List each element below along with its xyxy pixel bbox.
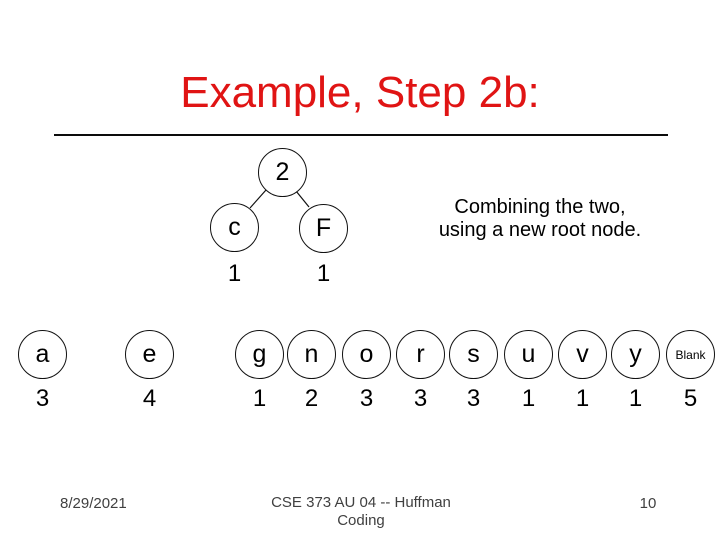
leaf-label: n xyxy=(304,340,319,368)
leaf-node-g: g xyxy=(235,330,284,379)
leaf-label: s xyxy=(467,340,480,368)
leaf-node-v: v xyxy=(558,330,607,379)
leaf-node-y: y xyxy=(611,330,660,379)
leaf-node-u: u xyxy=(504,330,553,379)
leaf-weight-o: 3 xyxy=(359,385,374,412)
tree-node-label: c xyxy=(228,213,241,241)
footer-date: 8/29/2021 xyxy=(60,495,127,512)
leaf-weight-a: 3 xyxy=(35,385,50,412)
footer-page-number: 10 xyxy=(639,495,657,512)
leaf-node-o: o xyxy=(342,330,391,379)
leaf-label: Blank xyxy=(675,347,706,362)
leaf-label: y xyxy=(629,340,642,368)
annotation-line-2: using a new root node. xyxy=(438,219,642,241)
tree-node-c: c xyxy=(210,203,259,252)
leaf-label: a xyxy=(35,340,50,368)
leaf-node-e: e xyxy=(125,330,174,379)
leaf-weight-e: 4 xyxy=(142,385,157,412)
tree-node-c-weight: 1 xyxy=(227,260,242,287)
leaf-weight-v: 1 xyxy=(575,385,590,412)
tree-node-F-weight: 1 xyxy=(316,260,331,287)
leaf-weight-n: 2 xyxy=(304,385,319,412)
tree-root-label: 2 xyxy=(275,158,290,186)
leaf-label: r xyxy=(416,340,425,368)
leaf-label: u xyxy=(521,340,536,368)
tree-node-label: F xyxy=(315,214,332,242)
annotation-line-1: Combining the two, xyxy=(454,196,626,218)
slide-title: Example, Step 2b: xyxy=(180,68,540,117)
edge-root-to-c xyxy=(249,189,267,209)
leaf-node-n: n xyxy=(287,330,336,379)
leaf-node-a: a xyxy=(18,330,67,379)
leaf-weight-s: 3 xyxy=(466,385,481,412)
leaf-weight-y: 1 xyxy=(628,385,643,412)
leaf-label: g xyxy=(252,340,267,368)
title-divider-line xyxy=(54,134,668,136)
leaf-label: e xyxy=(142,340,157,368)
tree-root-node: 2 xyxy=(258,148,307,197)
leaf-weight-g: 1 xyxy=(252,385,267,412)
leaf-node-s: s xyxy=(449,330,498,379)
footer-course-line-1: CSE 373 AU 04 -- Huffman xyxy=(271,494,451,511)
leaf-weight-r: 3 xyxy=(413,385,428,412)
leaf-node-blank: Blank xyxy=(666,330,715,379)
leaf-label: v xyxy=(576,340,589,368)
leaf-weight-blank: 5 xyxy=(683,385,698,412)
footer-course-title: CSE 373 AU 04 -- Huffman Coding xyxy=(261,494,461,530)
edge-root-to-F xyxy=(295,190,310,208)
tree-node-F: F xyxy=(299,204,348,253)
leaf-label: o xyxy=(359,340,374,368)
leaf-node-r: r xyxy=(396,330,445,379)
footer-course-line-2: Coding xyxy=(337,512,385,529)
leaf-weight-u: 1 xyxy=(521,385,536,412)
annotation-text: Combining the two, using a new root node… xyxy=(424,196,656,242)
